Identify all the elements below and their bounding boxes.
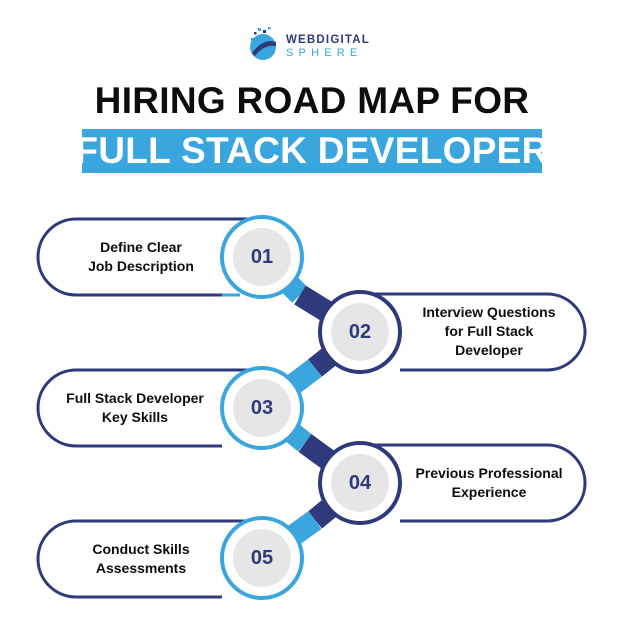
page-subtitle-banner: FULL STACK DEVELOPER — [75, 129, 548, 173]
step-1-label: Define Clear Job Description — [88, 239, 194, 274]
logo-wordmark-top: WEBDIGITAL — [286, 34, 370, 46]
step-3-label: Full Stack Developer Key Skills — [66, 390, 204, 425]
page-title: HIRING ROAD MAP FOR — [94, 80, 530, 121]
step-1-circle — [220, 215, 304, 299]
step-1-number: 01 — [250, 246, 274, 268]
step-5-pill — [36, 519, 262, 599]
step-5-number: 05 — [250, 547, 274, 569]
step-3-pill — [36, 368, 262, 448]
step-3-circle — [220, 366, 304, 450]
step-2-label: Interview Questions for Full Stack Devel… — [422, 304, 556, 358]
logo-wordmark-bottom: SPHERE — [286, 47, 363, 59]
step-2-circle — [318, 290, 402, 374]
sphere-logo-icon — [250, 27, 276, 60]
logo: WEBDIGITAL SPHERE — [246, 26, 386, 66]
step-2-pill — [360, 292, 587, 372]
step-1-pill — [36, 217, 262, 297]
step-4-label: Previous Professional Experience — [415, 465, 563, 500]
step-4-circle — [318, 441, 402, 525]
step-3-number: 03 — [250, 397, 274, 419]
page-subtitle: FULL STACK DEVELOPER — [75, 130, 549, 171]
step-2-number: 02 — [348, 321, 372, 343]
step-5-label: Conduct Skills Assessments — [92, 541, 190, 576]
step-4-pill — [360, 443, 587, 523]
step-4-number: 04 — [348, 472, 372, 494]
step-5-circle — [220, 516, 304, 600]
